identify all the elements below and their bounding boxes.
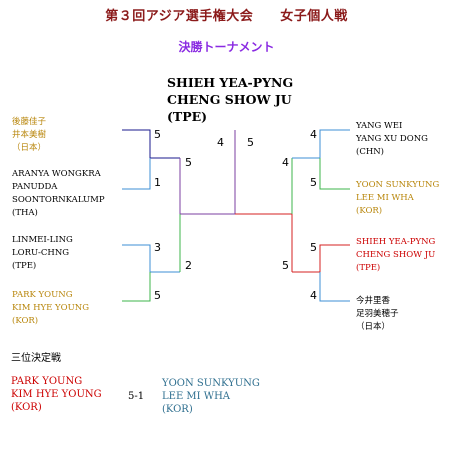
team-member: KIM HYE YOUNG (11, 389, 102, 400)
score-l4: 5 (154, 289, 161, 302)
champion-name-1: SHIEH YEA-PYNG (167, 75, 294, 90)
team-member: YOON SUNKYUNG (356, 180, 440, 190)
bracket-line-l2 (122, 158, 151, 190)
team-member: LEE MI WHA (162, 391, 231, 402)
team-member: 井本美樹 (12, 130, 47, 140)
team-member: PARK YOUNG (12, 290, 73, 300)
bracket-line-l3 (122, 244, 180, 273)
team-country: （日本） (12, 143, 47, 153)
left-team-2: ARANYA WONGKRA PANUDDA SOONTORNKALUMP (T… (12, 168, 105, 220)
right-team-4: 今井里香 足羽美穂子 （日本） (356, 295, 399, 334)
score-r1: 4 (310, 128, 317, 141)
team-country: (THA) (12, 208, 38, 218)
left-team-4: PARK YOUNG KIM HYE YOUNG (KOR) (12, 289, 89, 328)
score-r2: 5 (310, 176, 317, 189)
bracket-line-r3 (292, 244, 350, 273)
team-country: (KOR) (12, 316, 39, 326)
page-subtitle: 決勝トーナメント (178, 40, 275, 54)
team-member: CHENG SHOW JU (356, 250, 436, 260)
score-l3: 3 (154, 241, 161, 254)
team-country: (TPE) (12, 261, 37, 271)
team-member: LORU-CHNG (12, 248, 70, 258)
team-country: （日本） (356, 322, 391, 332)
score-lsemi-bot: 2 (185, 259, 192, 272)
bracket-line-l4 (122, 272, 151, 302)
third-place-heading: 三位決定戦 (11, 353, 61, 364)
score-rsemi-bot: 5 (282, 259, 289, 272)
team-member: 後藤佳子 (12, 117, 47, 127)
score-final-right: 5 (247, 136, 254, 149)
third-place-winner: PARK YOUNG KIM HYE YOUNG (KOR) (11, 375, 102, 414)
team-member: 今井里香 (356, 296, 391, 306)
third-place-score: 5-1 (128, 391, 145, 402)
score-r4: 4 (310, 289, 317, 302)
left-team-1: 後藤佳子 井本美樹 （日本） (12, 116, 46, 155)
champion-country: (TPE) (167, 109, 208, 124)
score-l1: 5 (154, 128, 161, 141)
champion-block: SHIEH YEA-PYNG CHENG SHOW JU (TPE) (167, 74, 293, 125)
team-member: SOONTORNKALUMP (12, 195, 105, 205)
bracket-line-l1 (122, 129, 180, 159)
team-country: (CHN) (356, 147, 384, 157)
team-member: LEE MI WHA (356, 193, 414, 203)
team-country: (KOR) (11, 402, 42, 413)
score-r3: 5 (310, 241, 317, 254)
right-team-3: SHIEH YEA-PYNG CHENG SHOW JU (TPE) (356, 236, 435, 275)
right-team-2: YOON SUNKYUNG LEE MI WHA (KOR) (356, 179, 439, 218)
bracket-line-r2 (319, 158, 350, 190)
team-country: (KOR) (356, 206, 383, 216)
bracket-line-r1 (292, 129, 350, 159)
score-l2: 1 (154, 176, 161, 189)
team-member: KIM HYE YOUNG (12, 303, 90, 313)
team-member: PARK YOUNG (11, 376, 83, 387)
team-country: (KOR) (162, 404, 193, 415)
score-rsemi-top: 4 (282, 156, 289, 169)
right-team-1: YANG WEI YANG XU DONG (CHN) (356, 120, 428, 159)
bracket-line-r4 (319, 272, 350, 302)
third-place-loser: YOON SUNKYUNG LEE MI WHA (KOR) (162, 377, 260, 416)
team-member: SHIEH YEA-PYNG (356, 237, 436, 247)
left-team-3: LINMEI-LING LORU-CHNG (TPE) (12, 234, 73, 273)
team-member: ARANYA WONGKRA (12, 169, 101, 179)
team-member: YANG XU DONG (356, 134, 428, 144)
team-member: YOON SUNKYUNG (162, 378, 260, 389)
team-member: PANUDDA (12, 182, 58, 192)
team-member: LINMEI-LING (12, 235, 73, 245)
page-title: 第３回アジア選手権大会 女子個人戦 (105, 9, 348, 24)
champion-name-2: CHENG SHOW JU (167, 92, 292, 107)
score-final-left: 4 (217, 136, 224, 149)
team-member: YANG WEI (356, 121, 403, 131)
team-member: 足羽美穂子 (356, 309, 399, 319)
team-country: (TPE) (356, 263, 381, 273)
score-lsemi-top: 5 (185, 156, 192, 169)
